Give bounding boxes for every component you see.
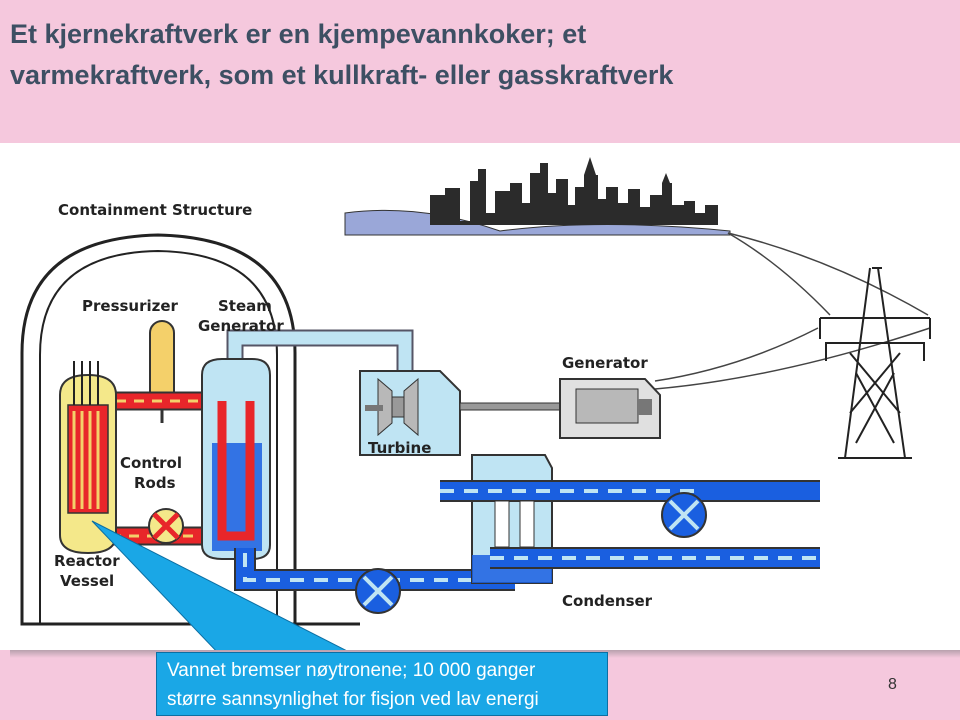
- label-steam-generator-2: Generator: [198, 317, 284, 335]
- label-control-rods-2: Rods: [134, 474, 176, 492]
- generator: [459, 378, 661, 439]
- label-control-rods-1: Control: [120, 454, 182, 472]
- steam-generator: [201, 358, 271, 560]
- title-line-2: varmekraftverk, som et kullkraft- eller …: [10, 60, 674, 90]
- steam-line: [226, 329, 414, 373]
- label-reactor-vessel-1: Reactor: [54, 552, 120, 570]
- label-containment-structure: Containment Structure: [58, 201, 252, 219]
- feedwater-loop: [234, 548, 515, 614]
- title-line-1: Et kjernekraftverk er en kjempevannkoker…: [10, 19, 587, 49]
- page-number: 8: [888, 676, 897, 693]
- transmission-lines: [654, 232, 931, 390]
- label-turbine: Turbine: [368, 439, 431, 457]
- label-generator: Generator: [562, 354, 648, 372]
- primary-pump: [148, 508, 184, 544]
- label-reactor-vessel-2: Vessel: [60, 572, 114, 590]
- condenser: [440, 454, 820, 584]
- label-steam-generator-1: Steam: [218, 297, 272, 315]
- reactor-vessel: [59, 361, 117, 555]
- turbine: [359, 370, 461, 456]
- callout-line-1: Vannet bremser nøytronene; 10 000 ganger: [167, 660, 536, 681]
- callout-pointer: [91, 520, 347, 650]
- callout-line-2: større sannsynlighet for fisjon ved lav …: [167, 689, 539, 710]
- transmission-tower: [819, 267, 931, 459]
- slide-title: Et kjernekraftverk er en kjempevannkoker…: [10, 14, 940, 96]
- label-condenser: Condenser: [562, 592, 653, 610]
- label-pressurizer: Pressurizer: [82, 297, 179, 315]
- callout-box: Vannet bremser nøytronene; 10 000 ganger…: [156, 652, 608, 716]
- power-plant-diagram: Containment Structure Pressurizer Steam …: [0, 143, 960, 650]
- city-skyline: [344, 157, 731, 236]
